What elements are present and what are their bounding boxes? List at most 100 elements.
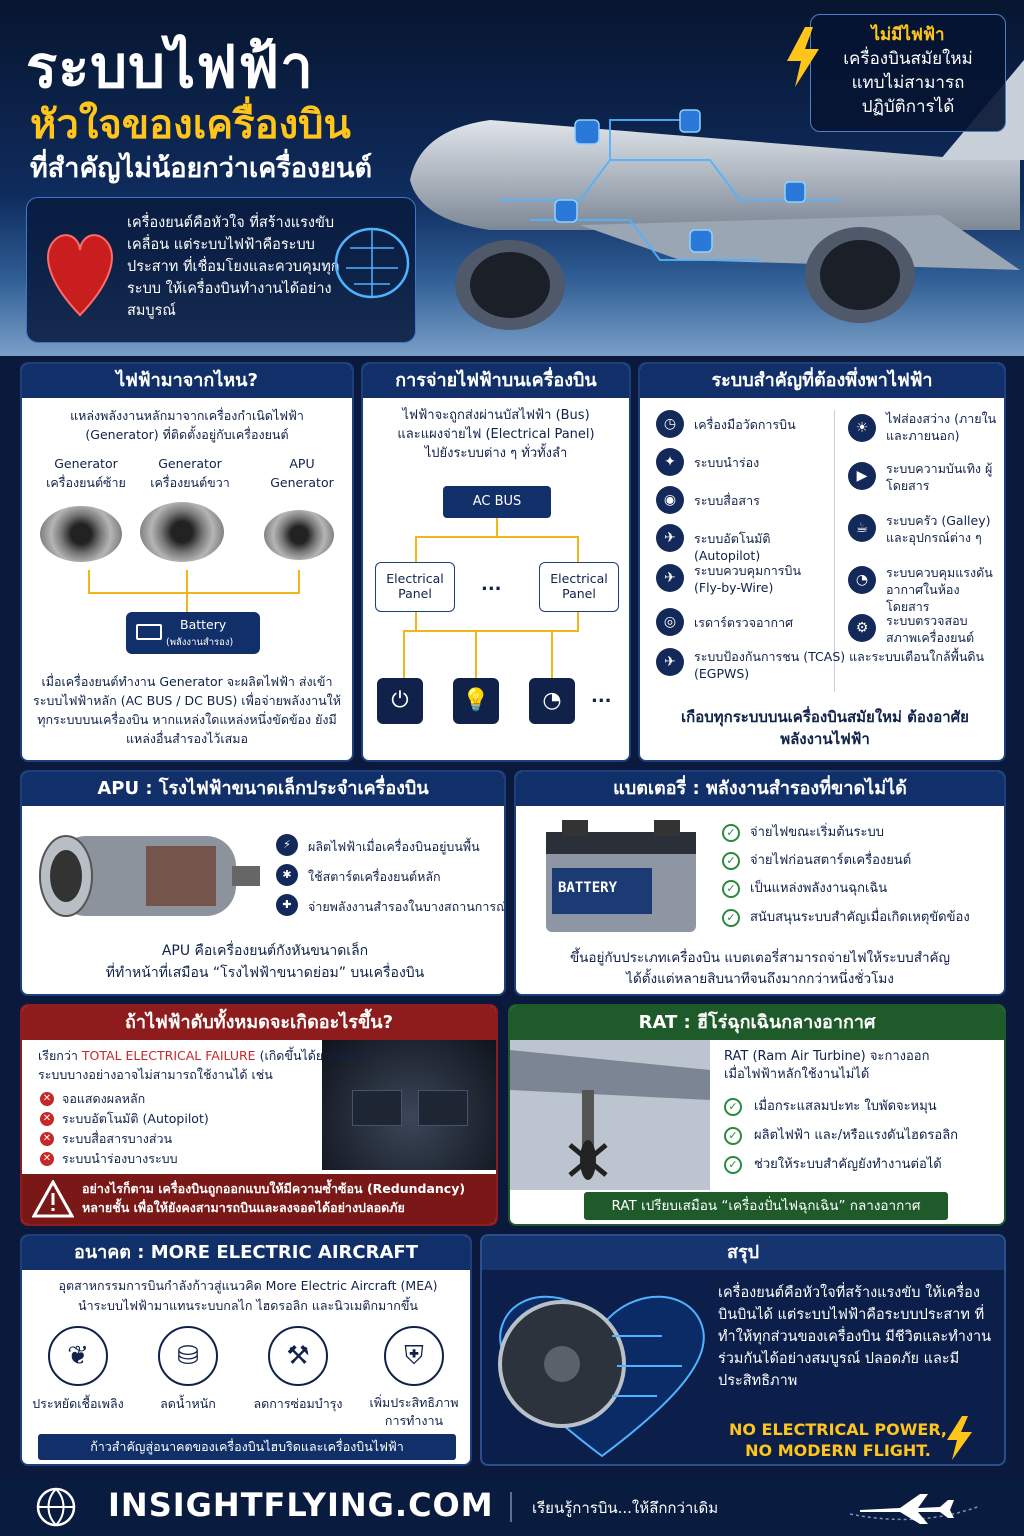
failure-intro-post: (เกิดขึ้นได้ยากมาก) — [255, 1048, 366, 1063]
future-item-0: ประหยัดเชื้อเพลิง — [32, 1396, 124, 1411]
plane-icon: ✈ — [656, 564, 684, 592]
light-icon: ☀ — [848, 414, 876, 442]
backup-icon: ✚ — [276, 894, 298, 916]
rat-item-1: ผลิตไฟฟ้า และ/หรือแรงดันไฮดรอลิก — [754, 1128, 959, 1143]
panel-source-title: ไฟฟ้ามาจากไหน? — [22, 364, 352, 398]
rat-banner: RAT เปรียบเสมือน “เครื่องปั่นไฟฉุกเฉิน” … — [584, 1192, 948, 1220]
system-right-0: ไฟส่องสว่าง (ภายใน และภายนอก) — [886, 411, 997, 443]
check-icon: ✓ — [724, 1156, 742, 1174]
panel-dist-title: การจ่ายไฟฟ้าบนเครื่องบิน — [363, 364, 629, 398]
connector-line — [403, 630, 579, 632]
callout-line-3: แทบไม่สามารถ — [851, 73, 965, 93]
apu-outro-2: ที่ทำหน้าที่เสมือน “โรงไฟฟ้าขนาดย่อม” บน… — [105, 965, 425, 981]
future-item-1: ลดน้ำหนัก — [160, 1396, 216, 1411]
dist-dots-2: ... — [591, 686, 612, 707]
battery-image — [546, 820, 696, 932]
gauge-icon: ◔ — [529, 678, 575, 724]
engine-brain-heart-image — [498, 1295, 705, 1458]
hero-banner: ระบบไฟฟ้า หัวใจของเครื่องบิน ที่สำคัญไม่… — [0, 0, 1024, 356]
failure-warning: อย่างไรก็ตาม เครื่องบินถูกออกแบบให้มีควา… — [22, 1174, 496, 1224]
battery-outro-2: ได้ตั้งแต่หลายสิบนาทีจนถึงมากกว่าหนึ่งชั… — [626, 971, 894, 987]
lightning-icon — [787, 27, 819, 87]
apu-outro-1: APU คือเครื่องยนต์กังหันขนาดเล็ก — [161, 943, 369, 959]
future-banner: ก้าวสำคัญสู่อนาคตของเครื่องบินไฮบริดและเ… — [38, 1434, 456, 1460]
cockpit-image — [322, 1040, 496, 1170]
callout-line-4: ปฏิบัติการได้ — [861, 97, 955, 117]
system-right-2: ระบบครัว (Galley) และอุปกรณ์ต่าง ๆ — [886, 513, 991, 545]
leaf-icon: ❦ — [48, 1326, 108, 1386]
battery-node: Battery (พลังงานสำรอง) — [126, 612, 260, 654]
connector-line — [551, 630, 553, 678]
connector-line — [403, 630, 405, 678]
panel-battery: แบตเตอรี่ : พลังงานสำรองที่ขาดไม่ได้ BAT… — [514, 770, 1006, 996]
battery-item-3: สนับสนุนระบบสำคัญเมื่อเกิดเหตุขัดข้อง — [750, 910, 970, 925]
divider — [510, 1492, 512, 1522]
connector-line — [577, 536, 579, 562]
heart-icon — [47, 234, 113, 317]
panel-source: ไฟฟ้ามาจากไหน? แหล่งพลังงานหลักมาจากเครื… — [20, 362, 354, 762]
connector-line — [496, 518, 498, 536]
page-title: ระบบไฟฟ้า — [26, 33, 314, 101]
systems-footer: เกือบทุกระบบบนเครื่องบินสมัยใหม่ ต้องอาศ… — [681, 708, 969, 748]
rat-image — [510, 1040, 710, 1190]
future-intro-1: อุตสาหกรรมการบินกำลังก้าวสู่แนวคิด More … — [58, 1278, 438, 1293]
connector-line — [88, 570, 90, 594]
battery-outro-1: ขึ้นอยู่กับประเภทเครื่องบิน แบตเตอรี่สาม… — [569, 950, 951, 966]
electrical-panel-right: Electrical Panel — [539, 562, 619, 612]
apu-item-1: ใช้สตาร์ตเครื่องยนต์หลัก — [308, 869, 441, 884]
lightning-icon — [947, 1416, 972, 1460]
panel-future: อนาคต : MORE ELECTRIC AIRCRAFT อุตสาหกรร… — [20, 1234, 472, 1466]
heart-brain-text: เครื่องยนต์คือหัวใจ ที่สร้างแรงขับเคลื่อ… — [127, 215, 340, 319]
engine-left-image — [40, 506, 122, 562]
page-tagline: ที่สำคัญไม่น้อยกว่าเครื่องยนต์ — [30, 153, 373, 184]
connector-line — [577, 612, 579, 630]
x-icon: ✕ — [40, 1132, 54, 1146]
callout-line-2: เครื่องบินสมัยใหม่ — [843, 49, 973, 69]
callout-line-1: ไม่มีไฟฟ้า — [871, 25, 945, 45]
ac-bus-node: AC BUS — [443, 486, 551, 518]
failure-intro: เรียกว่า TOTAL ELECTRICAL FAILURE (เกิดข… — [38, 1046, 398, 1066]
electrical-panel-left: Electrical Panel — [375, 562, 455, 612]
pressure-icon: ◔ — [848, 566, 876, 594]
panel-apu-title: APU : โรงไฟฟ้าขนาดเล็กประจำเครื่องบิน — [22, 772, 504, 806]
failure-warning-text: อย่างไรก็ตาม เครื่องบินถูกออกแบบให้มีควา… — [82, 1181, 466, 1215]
fan-icon: ✱ — [276, 864, 298, 886]
panel-systems-title: ระบบสำคัญที่ต้องพึ่งพาไฟฟ้า — [640, 364, 1004, 398]
panel-failure: ถ้าไฟฟ้าดับทั้งหมดจะเกิดอะไรขึ้น? เรียกว… — [20, 1004, 498, 1226]
system-left-6: ระบบป้องกันการชน (TCAS) และระบบเตือนใกล้… — [694, 649, 985, 681]
check-icon: ✓ — [722, 852, 740, 870]
failure-item-2: ระบบสื่อสารบางส่วน — [62, 1131, 173, 1146]
check-icon: ✓ — [722, 909, 740, 927]
apu-item-2: จ่ายพลังงานสำรองในบางสถานการณ์ — [308, 899, 506, 914]
summary-slogan-2: NO MODERN FLIGHT. — [745, 1441, 931, 1460]
dist-intro: ไฟฟ้าจะถูกส่งผ่านบัสไฟฟ้า (Bus) และแผงจ่… — [397, 408, 595, 461]
rat-item-0: เมื่อกระแสลมปะทะ ใบพัดจะหมุน — [754, 1099, 937, 1114]
system-right-3: ระบบควบคุมแรงดัน อากาศในห้องโดยสาร — [886, 565, 993, 614]
site-name[interactable]: INSIGHTFLYING.COM — [108, 1486, 494, 1524]
rat-intro-2: เมื่อไฟฟ้าหลักใช้งานไม่ได้ — [724, 1067, 870, 1082]
radio-icon: ◉ — [656, 486, 684, 514]
shield-plane-icon: ⛨ — [384, 1326, 444, 1386]
x-icon: ✕ — [40, 1112, 54, 1126]
summary-text: เครื่องยนต์คือหัวใจที่สร้างแรงขับ ให้เคร… — [718, 1285, 992, 1389]
connector-line — [415, 612, 417, 630]
system-left-5: เรดาร์ตรวจอากาศ — [694, 615, 794, 630]
plane-icon: ✈ — [656, 648, 684, 676]
system-left-1: ระบบนำร่อง — [694, 455, 760, 470]
battery-image-label: BATTERY — [558, 880, 618, 896]
check-icon: ✓ — [722, 880, 740, 898]
screen-icon: ▶ — [848, 462, 876, 490]
future-item-3: เพิ่มประสิทธิภาพ การทำงาน — [369, 1395, 459, 1428]
panel-systems: ระบบสำคัญที่ต้องพึ่งพาไฟฟ้า ◷ เครื่องมือ… — [638, 362, 1006, 762]
compass-icon: ✦ — [656, 448, 684, 476]
brain-icon — [334, 227, 410, 299]
failure-intro-2: ระบบบางอย่างอาจไม่สามารถใช้งานได้ เช่น — [38, 1067, 273, 1082]
panel-battery-title: แบตเตอรี่ : พลังงานสำรองที่ขาดไม่ได้ — [516, 772, 1004, 806]
battery-item-2: เป็นแหล่งพลังงานฉุกเฉิน — [750, 881, 888, 896]
airplane-icon — [849, 1494, 981, 1524]
battery-item-1: จ่ายไฟก่อนสตาร์ตเครื่องยนต์ — [750, 853, 912, 868]
future-item-2: ลดการซ่อมบำรุง — [253, 1396, 343, 1411]
connector-line — [186, 570, 188, 612]
battery-icon — [136, 624, 162, 640]
rat-item-2: ช่วยให้ระบบสำคัญยังทำงานต่อได้ — [754, 1157, 942, 1172]
